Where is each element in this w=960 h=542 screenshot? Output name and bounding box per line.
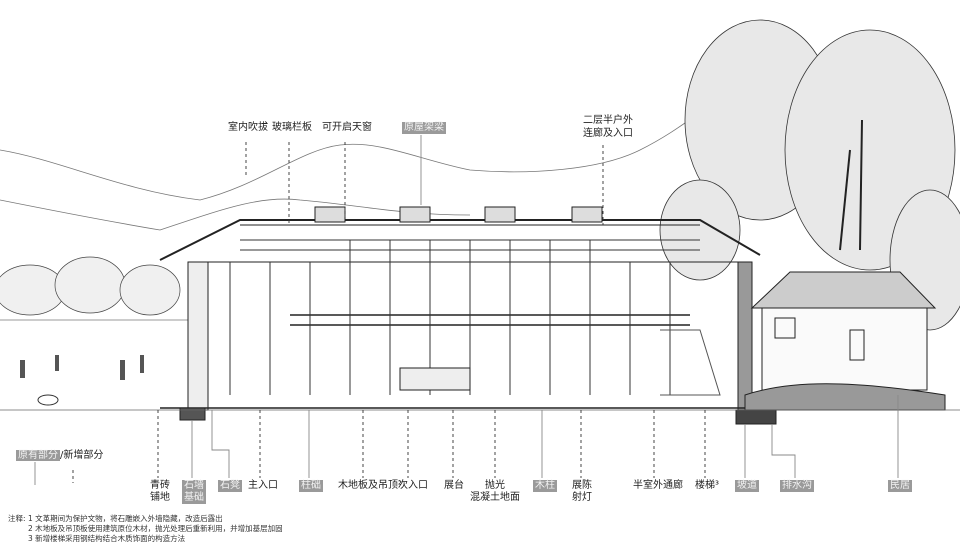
label-main-entrance: 主入口 bbox=[248, 480, 278, 491]
label-spotlight-2: 射灯 bbox=[572, 492, 592, 503]
label-corridor-line1: 二层半户外 bbox=[583, 115, 633, 126]
label-stone-bench: 石凳 bbox=[218, 480, 242, 492]
main-building bbox=[159, 206, 777, 425]
label-column-base: 柱础 bbox=[299, 480, 323, 492]
label-brick-paving-1: 青砖 bbox=[150, 480, 170, 491]
mountain-lines bbox=[0, 99, 721, 231]
note-1: 1 文革期间为保护文物，将石雕嵌入外墙隐藏，改造后露出 bbox=[28, 514, 223, 523]
trees-left bbox=[0, 256, 200, 321]
label-drain: 排水沟 bbox=[780, 480, 814, 492]
label-secondary-entrance: 次入口 bbox=[398, 480, 428, 491]
people-figures bbox=[20, 355, 144, 406]
label-stone-base-2: 基础 bbox=[182, 492, 206, 504]
legend-separator: / bbox=[60, 450, 64, 461]
label-glass-railing: 玻璃栏板 bbox=[272, 122, 312, 133]
dwelling-house bbox=[744, 271, 946, 411]
label-wood-floor: 木地板及吊顶² bbox=[338, 480, 403, 491]
label-wood-column: 木柱 bbox=[533, 480, 557, 492]
label-skylight: 可开启天窗 bbox=[322, 122, 372, 133]
label-atrium: 室内吹拔 bbox=[228, 122, 268, 133]
trees-right bbox=[659, 19, 960, 331]
note-3: 3 新增楼梯采用钢结构结合木质饰面的构造方法 bbox=[28, 534, 186, 542]
label-polished-1: 抛光 bbox=[485, 480, 505, 491]
label-brick-paving-2: 铺地 bbox=[150, 492, 170, 503]
legend: 原有部分/新增部分 bbox=[16, 450, 103, 462]
legend-original: 原有部分 bbox=[16, 450, 60, 461]
label-ramp: 坡道 bbox=[735, 480, 759, 492]
label-polished-2: 混凝土地面 bbox=[470, 492, 520, 503]
notes-prefix: 注释: bbox=[8, 514, 26, 523]
note-2: 2 木地板及吊顶板使用建筑原位木材，抛光处理后重新利用，并增加基层加固 bbox=[28, 524, 283, 533]
label-display-stand: 展台 bbox=[444, 480, 464, 491]
label-corridor-line2: 连廊及入口 bbox=[583, 128, 633, 139]
label-semi-outdoor-corridor: 半室外通廊 bbox=[633, 480, 683, 491]
label-roof-original: 原屋架梁 bbox=[402, 122, 446, 134]
leader-lines bbox=[34, 135, 899, 485]
label-dwelling: 民居 bbox=[888, 480, 912, 492]
legend-new: 新增部分 bbox=[63, 450, 104, 461]
label-spotlight-1: 展陈 bbox=[572, 480, 592, 491]
label-stone-base-1: 石墙 bbox=[182, 480, 206, 492]
label-stair: 楼梯³ bbox=[695, 480, 720, 491]
